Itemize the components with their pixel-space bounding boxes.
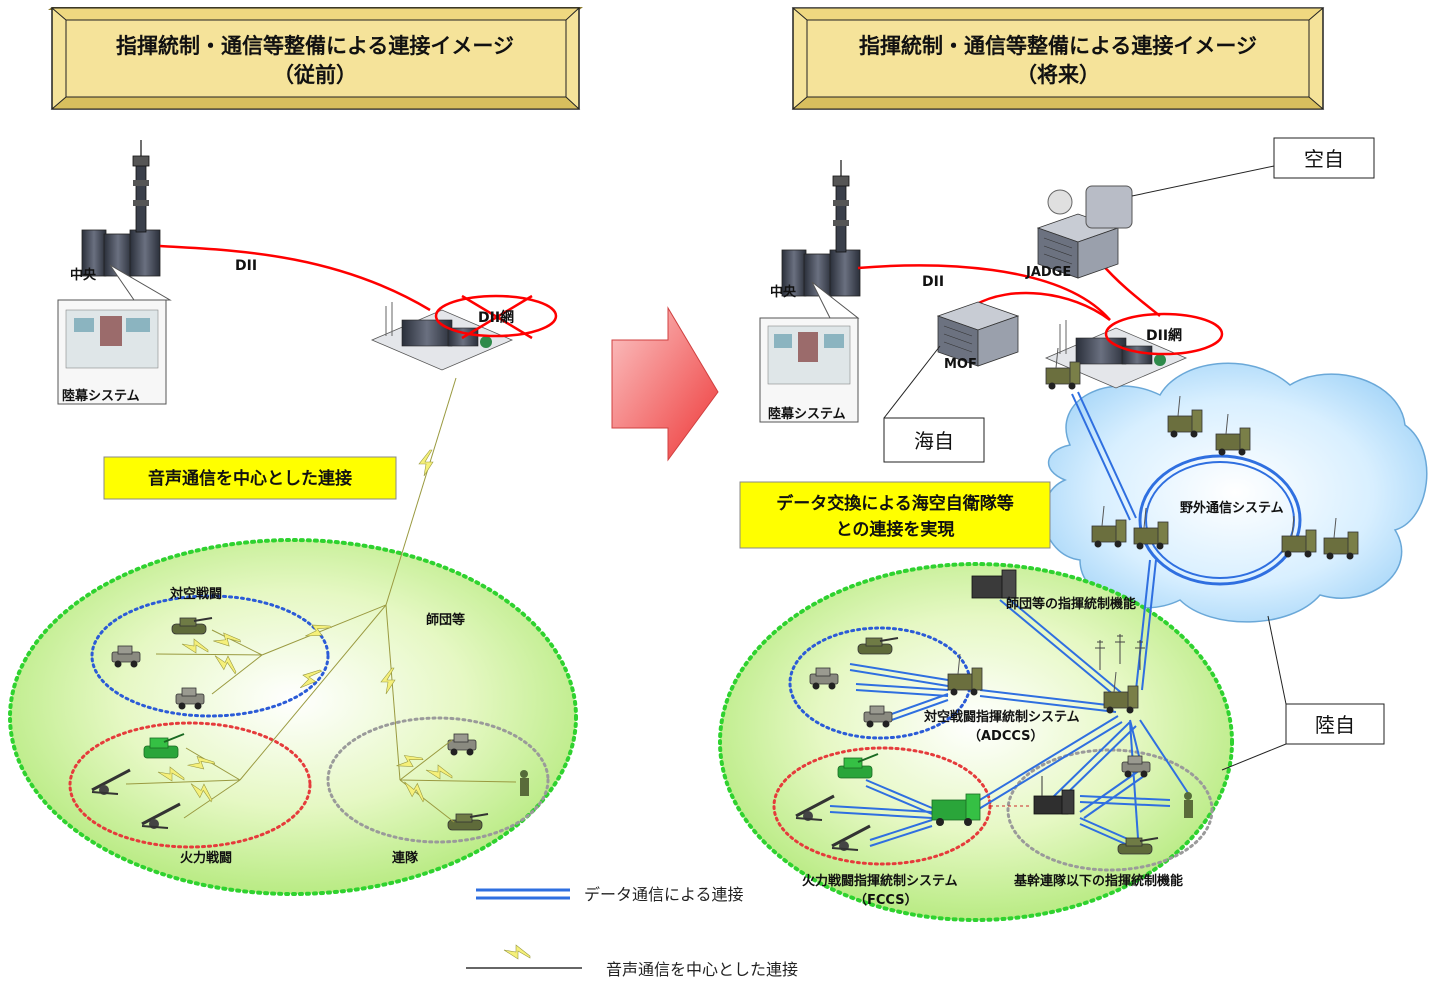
left-dii-net-label: DII網 [478,309,514,326]
fccs-line2: （FCCS） [854,892,918,908]
right-panel: 野外通信システム 中央 陸幕システム DII [718,137,1428,922]
right-system-label: 陸幕システム [768,406,846,422]
right-central-hq-icon [781,159,861,297]
soldier-icon [520,770,529,796]
fire-support-label: 火力戦闘 [180,850,232,866]
data-callout-line2: との連接を実現 [836,519,955,540]
right-division-area [718,562,1234,922]
data-callout-box [739,481,1051,549]
regiment-c2-label: 基幹連隊以下の指揮統制機能 [1013,873,1183,889]
asdf-label: 空自 [1304,147,1344,171]
right-dii-net-ellipse [1104,312,1224,356]
left-dii-label: DII [235,258,257,274]
adccs-line1: 対空戦闘指揮統制システム [923,709,1080,725]
voice-callout-box [103,456,397,500]
legend-data-label: データ通信による連接 [584,885,744,904]
division-label: 師団等 [426,612,465,628]
air-defense-circle [90,594,330,718]
left-central-label: 中央 [70,267,97,283]
radar-icon [1085,185,1133,229]
left-system-label: 陸幕システム [62,388,140,404]
long-voice-bolt [418,449,434,477]
right-green-tank-icon [837,753,879,779]
field-comm-ring [1138,454,1302,586]
regiment-circle [326,716,550,844]
right-central-label: 中央 [770,284,797,300]
left-system-callout: 陸幕システム [57,264,172,405]
radome-icon [1047,189,1073,215]
right-dii-label: DII [922,274,944,290]
transition-arrow [611,306,719,462]
left-dii-net-ellipse [434,294,558,338]
legend-voice-label: 音声通信を中心とした連接 [606,960,798,979]
division-c2-vehicle-icon [971,569,1017,599]
legend: データ通信による連接 音声通信を中心とした連接 [466,885,798,979]
left-subtitle: （従前） [273,63,357,87]
left-dii-line [159,244,431,312]
right-subtitle: （将来） [1016,63,1100,87]
air-defense-label: 対空戦闘 [169,586,222,602]
field-comm-label: 野外通信システム [1180,500,1284,516]
regiment-label: 連隊 [392,850,419,866]
right-system-callout: 陸幕システム [759,281,860,423]
left-voice-links [125,604,517,823]
fccs-line1: 火力戦闘指揮統制システム [802,873,958,889]
right-soldier-icon [1184,792,1193,818]
left-central-hq-icon [81,139,161,277]
fire-support-circle [68,721,312,849]
msdf-label: 海自 [914,429,954,453]
left-title-box: 指揮統制・通信等整備による連接イメージ （従前） [48,7,583,110]
left-panel: 中央 陸幕システム DII DII網 音声通信を中心とした連接 師団等 [8,139,578,896]
right-data-links [829,391,1191,847]
right-dii-net-label: DII網 [1146,327,1182,344]
gsdf-label: 陸自 [1315,713,1355,737]
left-title: 指揮統制・通信等整備による連接イメージ [116,34,514,58]
adccs-line2: （ADCCS） [968,728,1044,744]
voice-callout: 音声通信を中心とした連接 [148,468,352,489]
msdf-box [883,417,985,463]
gsdf-box [1285,703,1385,745]
jadge-label: JADGE [1025,265,1071,280]
asdf-box [1273,137,1375,179]
right-title: 指揮統制・通信等整備による連接イメージ [859,34,1257,58]
right-title-box: 指揮統制・通信等整備による連接イメージ （将来） [791,7,1325,110]
fccs-vehicle-icon [931,793,981,826]
division-c2-label: 師団等の指揮統制機能 [1006,596,1136,612]
regiment-c2-vehicle-icon [1033,776,1075,815]
green-tank-icon [143,733,185,759]
right-dii-lines [857,261,1161,322]
data-callout-line1: データ交換による海空自衛隊等 [776,493,1014,514]
mof-label: MOF [944,357,977,372]
